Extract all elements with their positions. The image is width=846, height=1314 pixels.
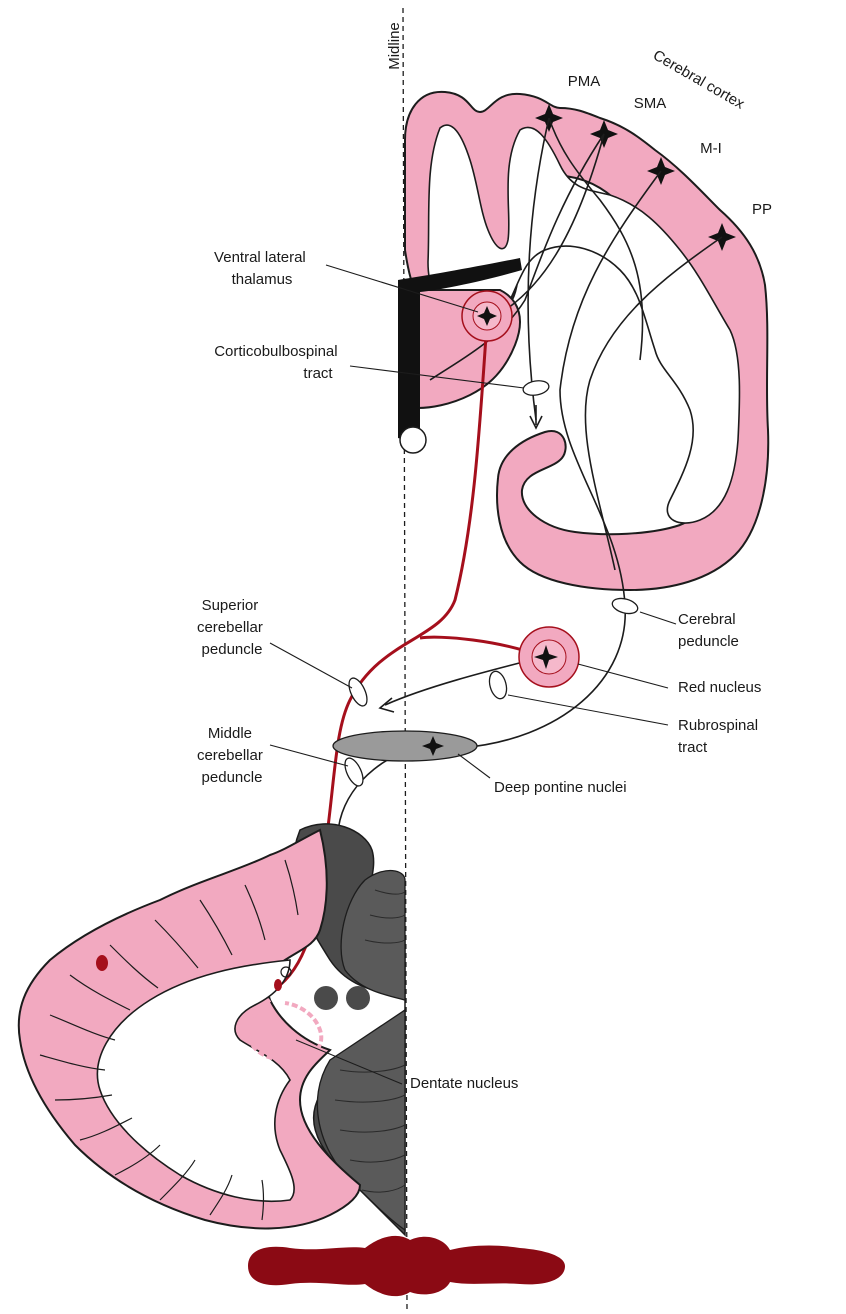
midline-label: Midline xyxy=(386,22,403,70)
middle-cerebellar-peduncle-label: Middle cerebellar peduncle xyxy=(197,725,267,786)
deep-pontine-nuclei-ellipse xyxy=(332,730,478,762)
purkinje-cell-red xyxy=(96,955,108,971)
dentate-nucleus-shape xyxy=(246,998,324,1063)
ventral-lateral-thalamus-nucleus xyxy=(461,290,513,342)
red-nucleus xyxy=(518,626,580,688)
m1-label: M-I xyxy=(700,140,722,157)
red-nucleus-label: Red nucleus xyxy=(678,679,761,696)
cerebellar-input-ring xyxy=(280,966,292,978)
superior-peduncle-ring xyxy=(348,677,368,707)
midline-dashed-line xyxy=(402,7,408,1311)
cerebral-peduncle-label: Cerebral peduncle xyxy=(678,611,740,650)
rubrospinal-ring xyxy=(488,670,508,700)
middle-peduncle-ring xyxy=(344,757,364,787)
lateral-ventricle xyxy=(398,258,522,441)
rubrospinal-tract-label: Rubrospinal tract xyxy=(678,717,762,756)
cerebellum xyxy=(17,823,406,1237)
corticobulbospinal-tract-label: Corticobulbospinal tract xyxy=(214,343,342,382)
leader-lines xyxy=(269,264,677,1085)
dentate-cell-red xyxy=(274,979,282,991)
tract-rings xyxy=(344,380,639,787)
sma-label: SMA xyxy=(634,95,667,112)
pp-label: PP xyxy=(752,201,772,218)
cerebral-peduncle-ring xyxy=(611,597,639,615)
dentate-nucleus-label: Dentate nucleus xyxy=(410,1075,518,1092)
deep-pontine-nuclei-label: Deep pontine nuclei xyxy=(494,779,627,796)
superior-cerebellar-peduncle-label: Superior cerebellar peduncle xyxy=(197,597,267,658)
corticobulbospinal-ring xyxy=(522,380,550,396)
ventral-lateral-thalamus-label: Ventral lateral thalamus xyxy=(214,249,310,288)
spinal-cord-red-shape xyxy=(248,1235,565,1297)
interposed-nucleus xyxy=(314,986,338,1010)
third-ventricle-circle xyxy=(399,426,427,454)
fastigial-nucleus xyxy=(346,986,370,1010)
pma-label: PMA xyxy=(568,73,601,90)
